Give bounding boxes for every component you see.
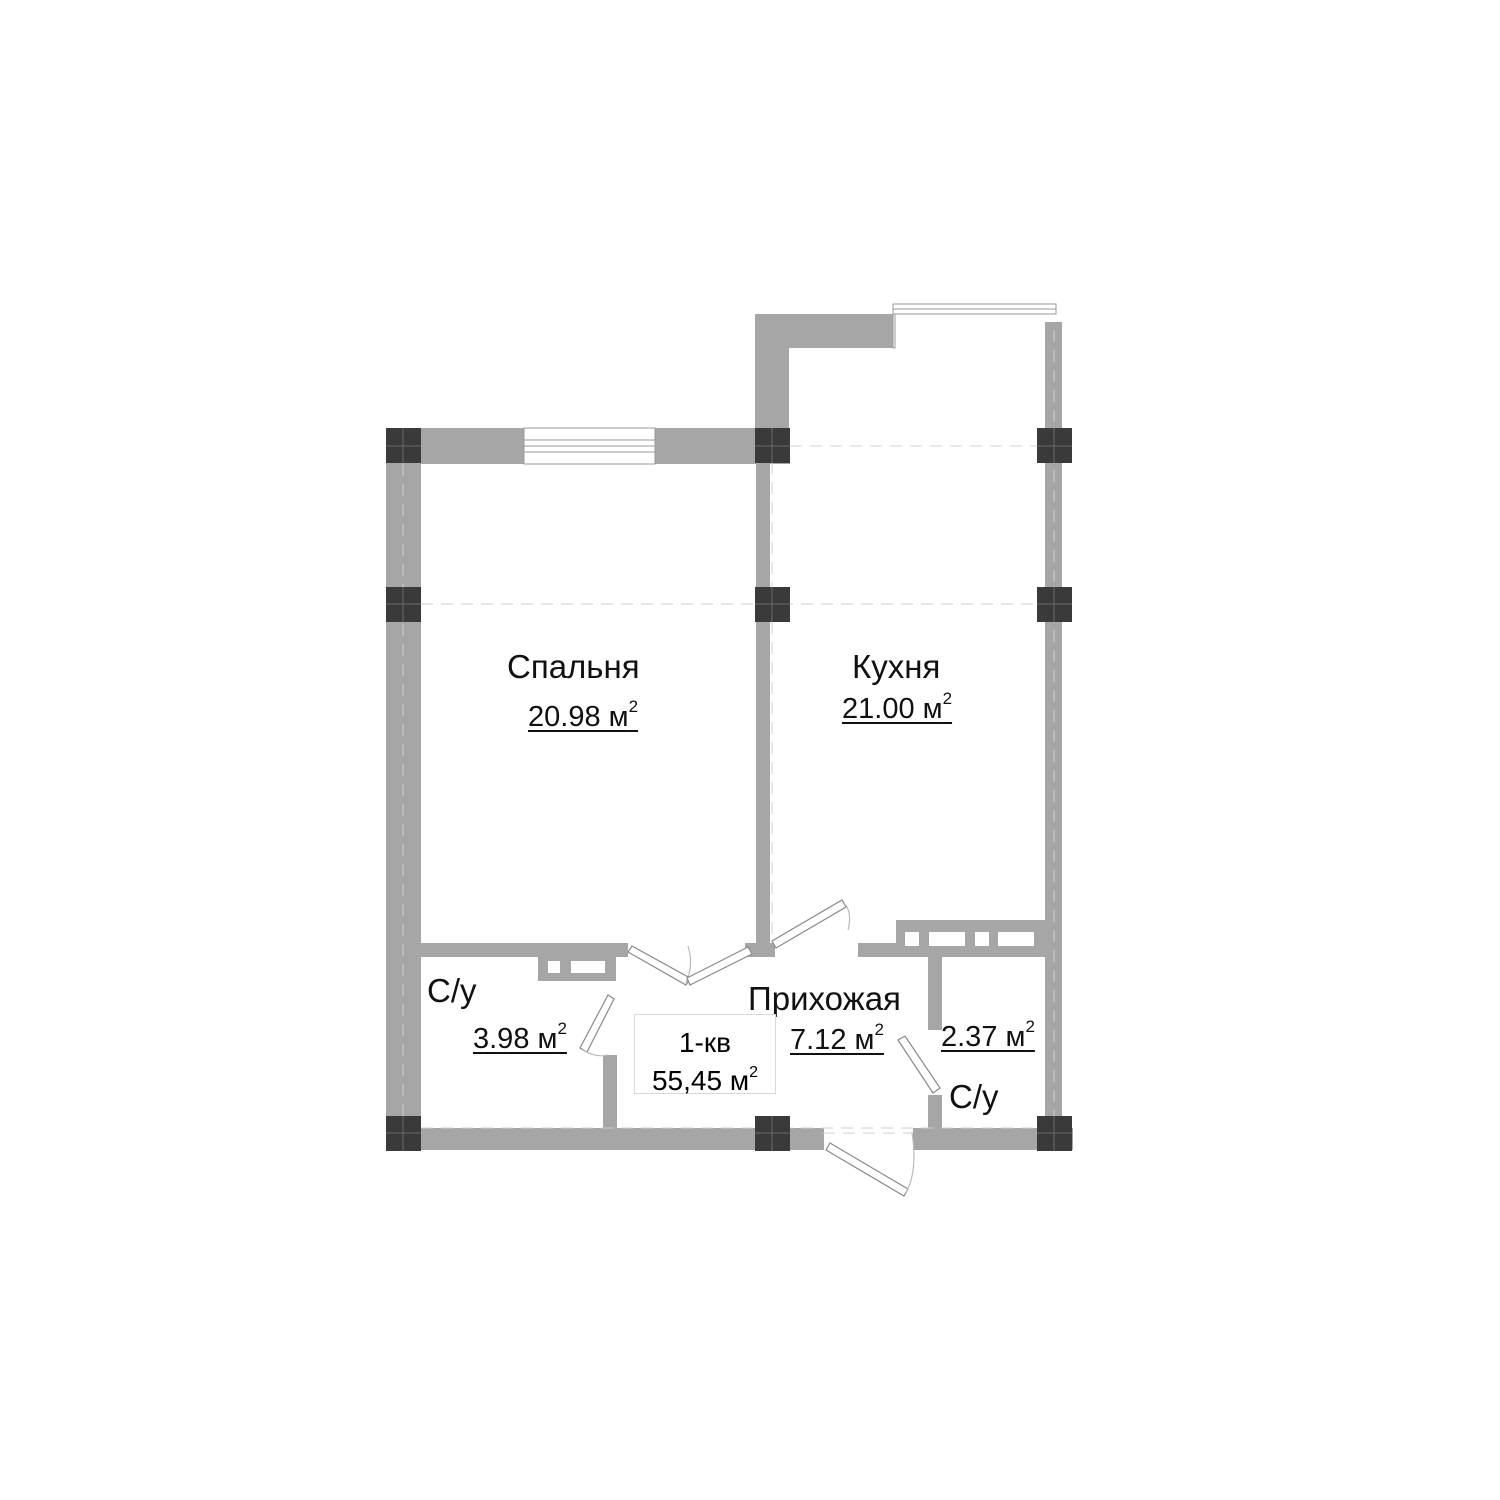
door-bedroom (627, 945, 691, 986)
guide-lines (402, 330, 1055, 1134)
wall-bottom-left (386, 1128, 824, 1150)
vent-holes (548, 932, 1034, 973)
room-area-bedroom: 20.98 м2 (528, 698, 638, 732)
area-sup: 2 (874, 1020, 884, 1039)
wall-bath1-right (603, 1055, 617, 1130)
wall-right (1045, 322, 1062, 1128)
wall-bath2-left (928, 943, 942, 1030)
area-sup: 2 (628, 697, 639, 716)
area-value: 20.98 м (528, 701, 629, 733)
room-area-kitchen: 21.00 м2 (842, 690, 952, 724)
room-name-bedroom: Спальня (507, 648, 640, 685)
room-area-hallway: 7.12 м2 (790, 1021, 884, 1055)
window-balcony-side (892, 313, 896, 349)
room-area-bathroom-1: 3.98 м2 (473, 1020, 567, 1054)
windows (523, 303, 1057, 465)
room-area-bathroom-2: 2.37 м2 (941, 1018, 1035, 1052)
doors (579, 899, 941, 1197)
apartment-label: 1-кв (678, 1027, 732, 1058)
door-kitchen-2 (771, 899, 847, 949)
room-name-kitchen: Кухня (852, 648, 941, 685)
wall-partition-bedroom-kitchen (756, 428, 770, 946)
area-value: 7.12 м (790, 1024, 875, 1056)
area-value: 3.98 м (473, 1023, 558, 1055)
room-name-bathroom-1: С/у (427, 972, 477, 1009)
area-sup: 2 (749, 1064, 758, 1081)
room-name-hallway: Прихожая (748, 980, 901, 1017)
door-bath1 (579, 994, 615, 1053)
wall-bottom-right (913, 1128, 1073, 1150)
walls (386, 314, 1073, 1150)
wall-balcony-top (755, 314, 893, 348)
area-value: 55,45 м (651, 1065, 750, 1096)
area-sup: 2 (557, 1019, 567, 1038)
apartment-plate: 1-кв 55,45 м2 (634, 1014, 776, 1095)
area-sup: 2 (942, 689, 953, 708)
area-value: 2.37 м (941, 1021, 1026, 1053)
wall-hall-stub (745, 943, 775, 957)
room-name-bathroom-2: С/у (949, 1078, 999, 1115)
wall-bath2-left-low (928, 1095, 942, 1130)
area-sup: 2 (1025, 1017, 1035, 1036)
column-marks (386, 428, 1072, 1151)
apartment-area: 55,45 м2 (635, 1065, 775, 1095)
door-entrance (825, 1142, 909, 1197)
door-kitchen (686, 946, 753, 986)
door-bath2 (897, 1035, 941, 1094)
area-value: 21.00 м (842, 693, 943, 725)
